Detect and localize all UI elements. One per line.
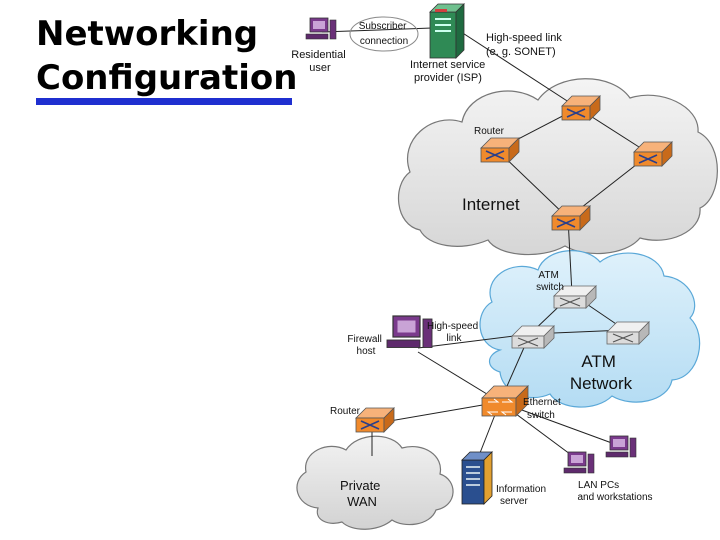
label-information-server: Information server (496, 484, 549, 507)
information-server-icon (461, 451, 493, 505)
label-internet: Internet (462, 195, 520, 214)
residential-user-pc-icon (305, 17, 337, 40)
title-line-2: Configuration (36, 58, 298, 98)
label-firewall-host: Firewall host (347, 334, 384, 357)
label-highspeed-link: High-speed link (427, 321, 481, 344)
atm-switch-icon-right (606, 321, 650, 345)
label-isp: Internet service provider (ISP) (410, 59, 488, 84)
label-internet-router: Router (474, 126, 505, 137)
title-line-1: Networking (36, 14, 259, 54)
ethernet-switch-icon (481, 385, 529, 417)
label-highspeed-sonet: High-speed link (e. g. SONET) (486, 32, 565, 58)
firewall-host-pc-icon (386, 315, 433, 349)
label-private-wan: Private WAN (340, 478, 384, 509)
private-router-icon (355, 407, 395, 433)
label-atm-network: ATM Network (570, 352, 633, 393)
lan-pc-icon-1 (563, 451, 595, 474)
label-atm-switch: ATM switch (536, 270, 564, 293)
label-private-router: Router (330, 406, 361, 417)
slide-title: Networking Configuration (36, 12, 297, 100)
isp-server-icon (429, 3, 465, 59)
label-ethernet-switch: Ethernet switch (523, 397, 564, 421)
subscriber-connection-outline (349, 16, 419, 52)
private-wan-cloud (296, 435, 454, 530)
atm-cloud (479, 250, 701, 408)
internet-cloud (397, 78, 718, 256)
atm-switch-icon-left (511, 325, 555, 349)
lan-pc-icon-2 (605, 435, 637, 458)
title-underline (36, 98, 292, 105)
label-residential-user: Residential user (291, 49, 348, 74)
label-lan-pcs: LAN PCs and workstations (577, 480, 652, 503)
label-subscriber-connection: Subscriber connection (359, 21, 410, 47)
